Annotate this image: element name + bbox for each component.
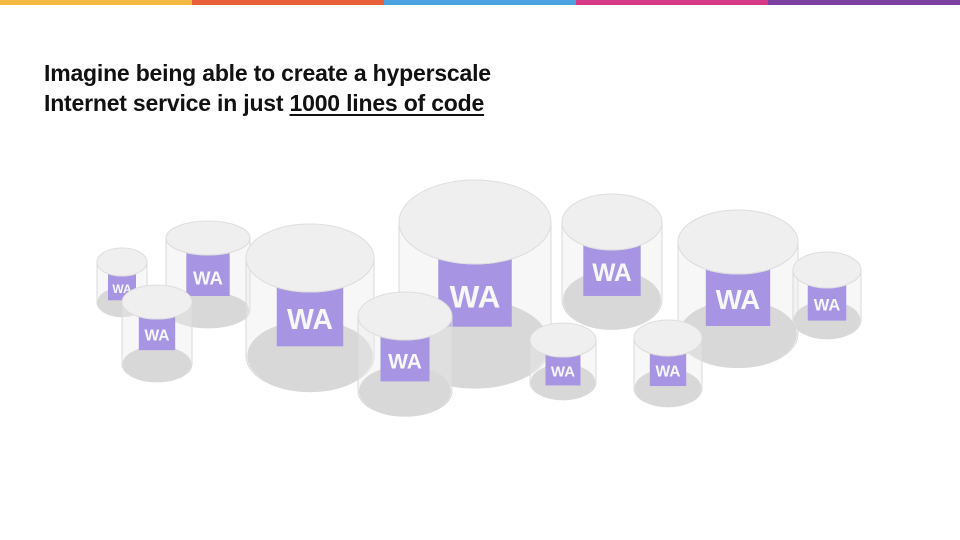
wasm-module-label: WA	[551, 363, 575, 380]
stripe-segment	[384, 0, 576, 5]
container-cylinder: WA	[792, 251, 862, 340]
container-lid	[165, 220, 251, 256]
container-lid	[96, 247, 148, 277]
wasm-module-label: WA	[193, 268, 223, 289]
wasm-module-label: WA	[287, 304, 333, 336]
wasm-module-label: WA	[655, 363, 680, 380]
stripe-segment	[0, 0, 192, 5]
wasm-module-label: WA	[716, 284, 761, 315]
wasm-module-label: WA	[450, 278, 501, 314]
container-cylinder: WA	[398, 179, 552, 389]
headline-emphasis: 1000 lines of code	[289, 90, 485, 116]
container-lid	[792, 251, 862, 289]
container-base-shadow	[122, 346, 192, 382]
slide-headline: Imagine being able to create a hyperscal…	[44, 58, 491, 118]
wasm-module-label: WA	[144, 328, 169, 345]
container-cylinder: WA	[245, 223, 375, 393]
wasm-module-label: WA	[388, 351, 422, 374]
container-lid	[529, 322, 597, 358]
container-cylinder: WA	[121, 284, 193, 383]
stripe-segment	[576, 0, 768, 5]
container-cylinder: WA	[561, 193, 663, 330]
container-lid	[121, 284, 193, 320]
container-lid	[398, 179, 552, 265]
container-cylinder: WA	[529, 322, 597, 401]
container-cylinder: WA	[357, 291, 453, 417]
stripe-segment	[192, 0, 384, 5]
container-lid	[677, 209, 799, 275]
headline-line-1: Imagine being able to create a hyperscal…	[44, 60, 491, 86]
container-cylinder: WA	[633, 319, 703, 408]
container-lid	[633, 319, 703, 357]
stripe-segment	[768, 0, 960, 5]
wasm-module-label: WA	[814, 296, 841, 314]
container-lid	[357, 291, 453, 341]
container-lid	[561, 193, 663, 251]
top-color-stripe	[0, 0, 960, 5]
wasm-module-label: WA	[112, 282, 132, 296]
container-cylinder: WA	[165, 220, 251, 329]
container-cylinder: WA	[677, 209, 799, 369]
headline-line-2: Internet service in just 1000 lines of c…	[44, 88, 491, 118]
headline-line-2-prefix: Internet service in just	[44, 90, 290, 116]
wasm-module-label: WA	[592, 260, 632, 287]
container-lid	[245, 223, 375, 293]
